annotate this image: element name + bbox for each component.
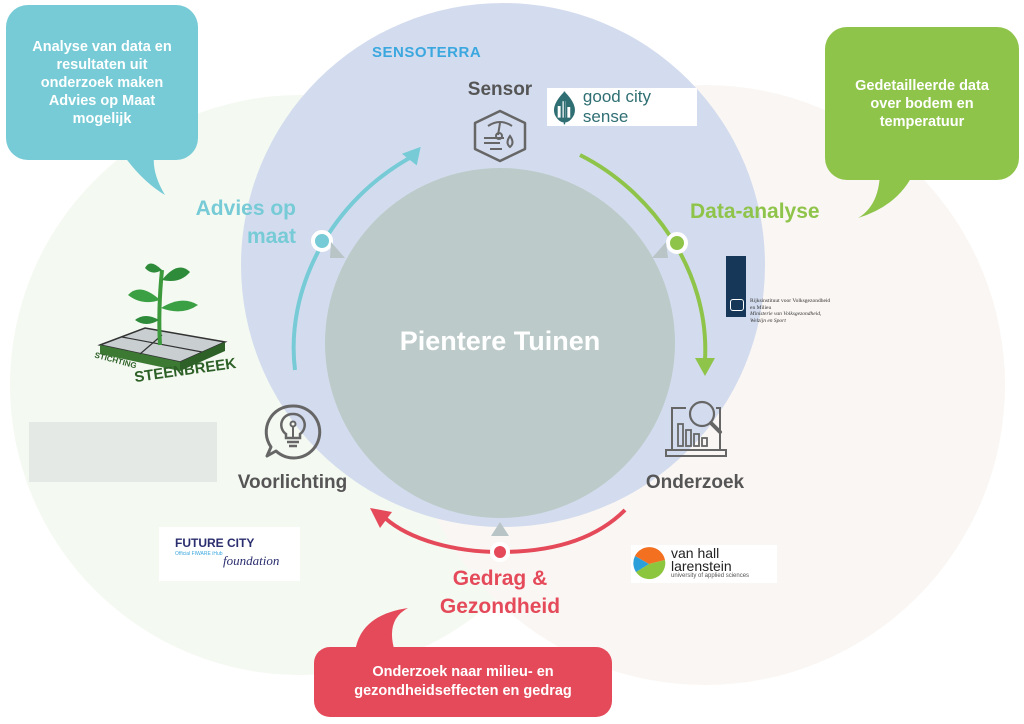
rivm-logo: Rijksinstituut voor Volksgezondheid en M… <box>726 256 856 326</box>
advies-speech-bubble: Analyse van data en resultaten uit onder… <box>6 5 198 160</box>
advies-arrowhead <box>401 146 421 166</box>
sensor-label: Sensor <box>467 79 533 100</box>
steenbreek-logo: STICHTING STEENBREEK <box>90 250 237 390</box>
good-city-sense-logo: good city sense <box>547 87 697 126</box>
gedrag-bubble-tail <box>355 608 408 652</box>
good-city-sense-leaf-icon <box>553 91 575 125</box>
sensoterra-logo: SENSOTERRA <box>372 44 482 61</box>
lightbulb-speech-icon <box>264 404 322 460</box>
advies-pointer <box>330 242 345 258</box>
data-node <box>666 232 688 254</box>
data-analyse-label: Data-analyse <box>690 200 820 223</box>
future-city-line3: foundation <box>223 553 280 568</box>
onderzoek-label: Onderzoek <box>645 472 745 493</box>
van-hall-line3: university of applied sciences <box>671 573 750 579</box>
gedrag-speech-bubble: Onderzoek naar milieu- en gezondheidseff… <box>314 647 612 717</box>
center-title: Pientere Tuinen <box>399 326 601 356</box>
gedrag-arrowhead <box>370 508 392 528</box>
advies-bubble-tail <box>120 150 165 195</box>
blank-placeholder-block <box>29 422 217 482</box>
rivm-crest-icon <box>730 299 744 311</box>
rivm-line4: Welzijn en Sport <box>750 317 786 324</box>
data-speech-bubble: Gedetailleerde data over bodem en temper… <box>825 27 1019 180</box>
rivm-line1: Rijksinstituut voor Volksgezondheid <box>750 298 831 304</box>
advies-bubble-text: Analyse van data en resultaten uit onder… <box>32 38 172 127</box>
gedrag-pointer <box>491 522 509 536</box>
rivm-line2: en Milieu <box>750 304 772 311</box>
good-city-sense-text: good city sense <box>582 87 651 126</box>
gedrag-label: Gedrag & Gezondheid <box>439 567 561 618</box>
voorlichting-label: Voorlichting <box>237 472 348 493</box>
van-hall-line2: larenstein <box>671 558 732 574</box>
advies-node <box>311 230 333 252</box>
sensor-hexagon-icon <box>473 109 527 163</box>
data-bubble-text: Gedetailleerde data over bodem en temper… <box>855 77 989 130</box>
gedrag-bubble-text: Onderzoek naar milieu- en gezondheidseff… <box>354 664 572 699</box>
advies-label: Advies op maat <box>195 197 296 248</box>
van-hall-larenstein-logo: van hall larenstein university of applie… <box>631 545 777 583</box>
steenbreek-plant-icon <box>97 263 228 371</box>
center-circle <box>325 168 675 518</box>
data-bubble-tail <box>858 170 915 218</box>
data-arrowhead <box>695 358 715 376</box>
future-city-line2: Official FIWARE iHub <box>175 551 223 557</box>
van-hall-line1: van hall <box>671 545 720 561</box>
rivm-line3: Ministerie van Volksgezondheid, <box>750 311 822 317</box>
future-city-line1: FUTURE CITY <box>175 536 255 550</box>
laptop-magnifier-chart-icon <box>665 400 727 457</box>
data-pointer <box>652 242 668 258</box>
van-hall-pie-icon <box>633 547 666 580</box>
future-city-logo: FUTURE CITY Official FIWARE iHub foundat… <box>159 527 300 581</box>
gedrag-node <box>490 542 510 562</box>
